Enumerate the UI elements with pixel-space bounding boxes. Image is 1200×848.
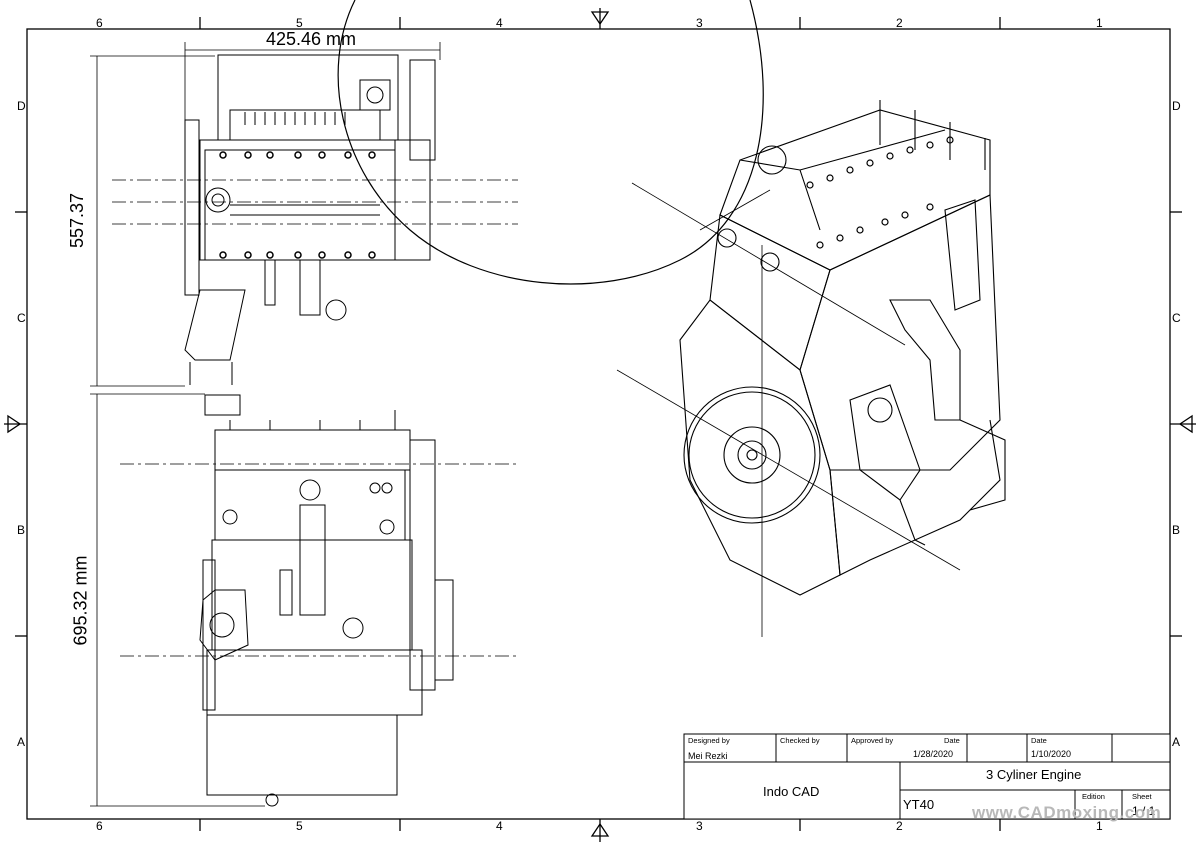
zone-top-2: 2 [896,16,903,30]
date-value: 1/10/2020 [1031,749,1072,759]
zone-left-d: D [17,99,26,113]
front-view-engine [199,394,454,807]
zone-bottom-4: 4 [496,819,503,833]
zone-top-6: 6 [96,16,103,30]
zone-left-c: C [17,311,26,325]
zone-right-d: D [1172,99,1181,113]
approved-date-label: Date [944,736,960,745]
drawing-title: 3 Cyliner Engine [986,767,1082,782]
zone-top-1: 1 [1096,16,1103,30]
zone-bottom-2: 2 [896,819,903,833]
zone-right-b: B [1172,523,1181,537]
designed-by-label: Designed by [688,736,730,745]
checked-by-label: Checked by [780,736,820,745]
approved-by-label: Approved by [851,736,894,745]
edition-label: Edition [1082,792,1105,801]
zone-top-4: 4 [496,16,503,30]
zone-top-3: 3 [696,16,703,30]
isometric-bolts [806,136,954,249]
top-view-centerlines [112,179,518,225]
dimension-top-width: 425.46 mm [266,29,357,49]
detail-circle [337,0,764,285]
isometric-leader-lines [616,182,961,637]
sheet-value: 1 / 1 [1132,804,1156,818]
zone-bottom-1: 1 [1096,819,1103,833]
title-block-lines [684,734,1170,819]
company-name: Indo CAD [763,784,820,799]
zone-bottom-6: 6 [96,819,103,833]
isometric-engine [679,100,1006,596]
dimension-top-height: 557.37 [67,192,88,249]
title-block: Designed by Mei Rezki Checked by Approve… [684,734,1170,819]
date-label: Date [1031,736,1047,745]
dimension-front-height: 695.32 mm [70,555,91,646]
zone-right-c: C [1172,311,1181,325]
title-block-grid [683,733,1171,820]
top-view-engine [184,54,436,385]
watermark: www.CADmoxing.com [972,803,1162,822]
approved-date-value: 1/28/2020 [913,749,954,759]
part-number: YT40 [903,797,935,812]
front-view-centerlines [120,463,517,657]
zone-left-a: A [17,735,26,749]
zone-top-5: 5 [296,16,303,30]
zone-right-a: A [1172,735,1181,749]
zone-bottom-5: 5 [296,819,303,833]
front-view-dimension-lines [90,393,265,807]
zone-left-b: B [17,523,26,537]
drawing-frame [4,8,1196,842]
designed-by-value: Mei Rezki [688,751,728,761]
top-view-dimension-lines [90,42,441,387]
zone-bottom-3: 3 [696,819,703,833]
sheet-label: Sheet [1132,792,1152,801]
